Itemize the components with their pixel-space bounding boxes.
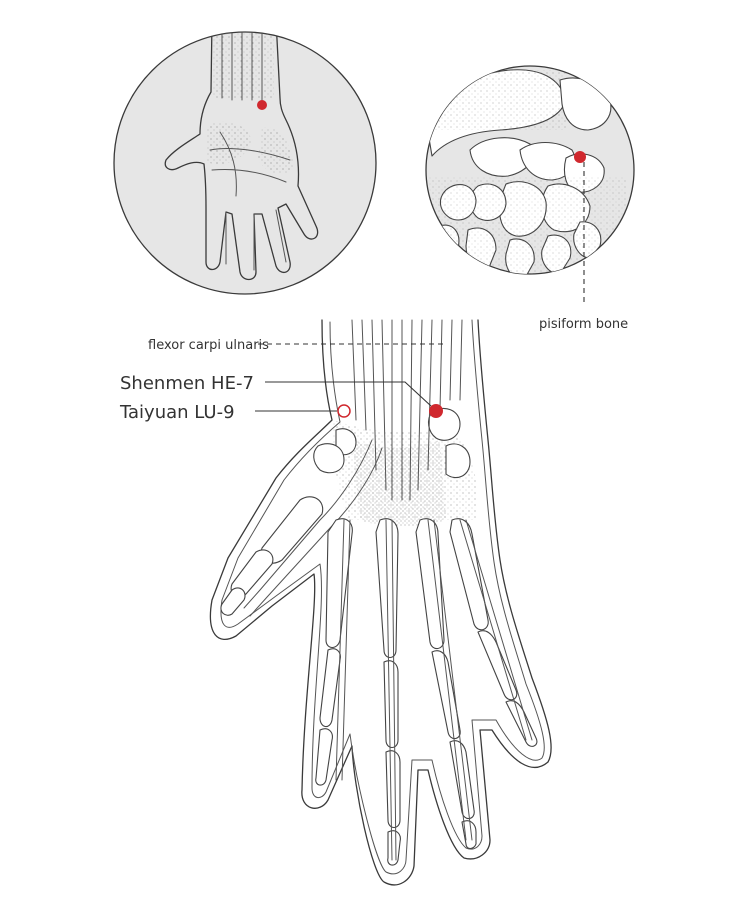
inset-palm-thenar-texture	[206, 121, 252, 164]
label-flexor-carpi-ulnaris: flexor carpi ulnaris	[148, 338, 269, 353]
inset-palm-hand	[164, 32, 319, 281]
inset-palm	[113, 31, 377, 295]
finger-bones	[315, 518, 538, 866]
inset-palm-hypothenar-texture	[258, 127, 294, 175]
finger-tendons	[335, 519, 533, 861]
shenmen-leader-line	[265, 381, 432, 407]
label-pisiform-bone: pisiform bone	[539, 317, 628, 332]
label-taiyuan-lu9: Taiyuan LU-9	[119, 402, 235, 423]
flexor-tendons	[351, 319, 463, 501]
label-shenmen-he7: Shenmen HE-7	[120, 373, 254, 394]
main-hand-outline	[209, 319, 552, 886]
inset-carpal-bones	[425, 65, 635, 302]
taiyuan-lu9-marker	[337, 404, 351, 418]
shenmen-he7-marker	[429, 404, 443, 418]
inset-carpal-pisiform-marker	[574, 151, 586, 163]
inset-palm-point-marker	[257, 100, 267, 110]
main-hand	[209, 319, 552, 886]
